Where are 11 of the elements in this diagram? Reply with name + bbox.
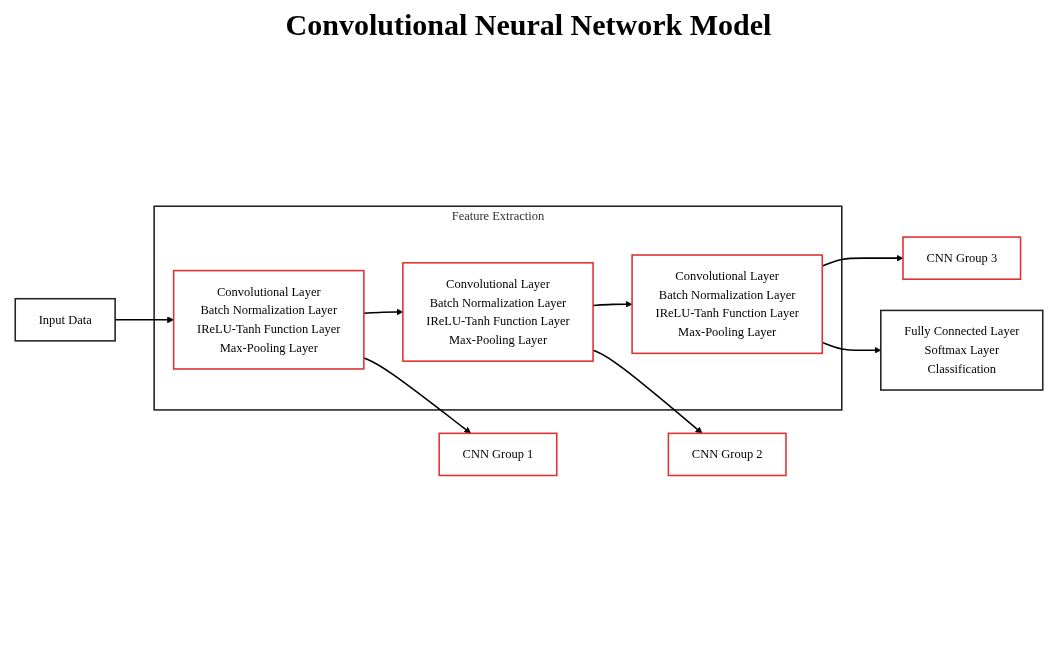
node-box: Input Data [13, 298, 116, 342]
arrow [821, 254, 903, 267]
node-box: Convolutional Layer Batch Normalization Layer IReLU-Tanh Function Layer Max-Pooling Layer [401, 262, 594, 363]
node-box: Fully Connected Layer Softmax Layer Classification [879, 309, 1044, 391]
node-box: CNN Group 2 [667, 432, 787, 477]
node-box: Convolutional Layer Batch Normalization Layer IReLU-Tanh Function Layer Max-Pooling Layer [630, 254, 823, 355]
diagram-title: Convolutional Neural Network Model [284, 8, 773, 42]
node-box: Convolutional Layer Batch Normalization Layer IReLU-Tanh Function Layer Max-Pooling Layer [172, 270, 365, 370]
node-box: CNN Group 3 [901, 236, 1021, 281]
node-box: CNN Group 1 [437, 432, 558, 477]
arrow [821, 341, 881, 354]
